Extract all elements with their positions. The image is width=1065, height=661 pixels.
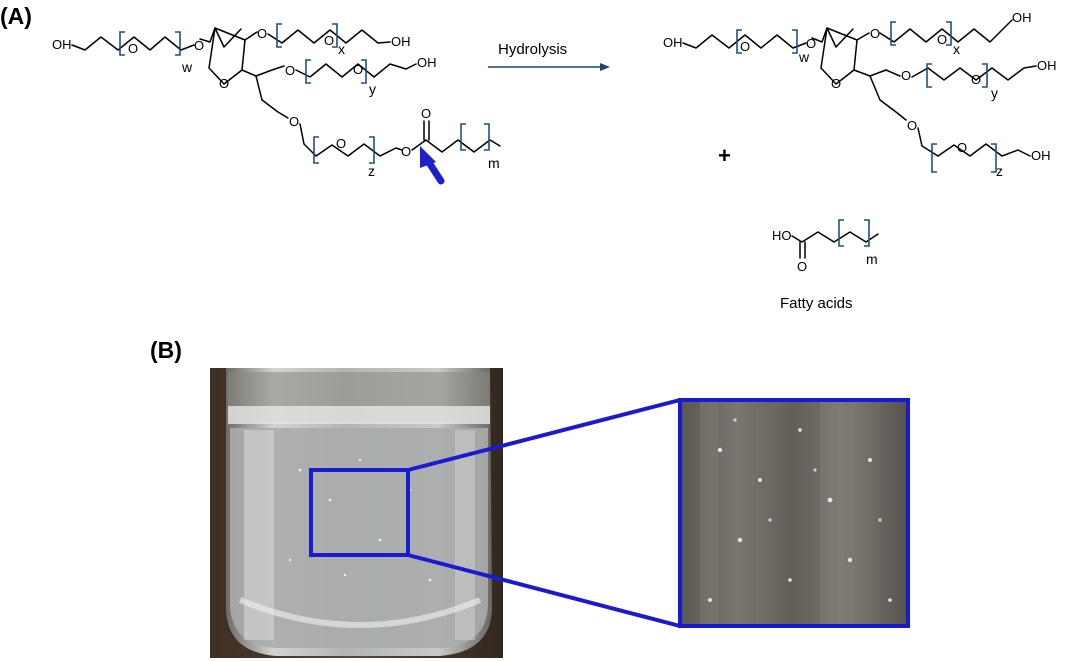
svg-text:O: O [806,36,816,51]
panel-b-label: (B) [150,337,182,363]
svg-text:O: O [353,62,363,77]
svg-text:O: O [324,33,334,48]
plus-sign: + [718,143,731,168]
svg-text:x: x [953,41,960,57]
reactant-structure [71,27,501,157]
svg-text:OH: OH [1031,148,1051,163]
vial-photo [210,368,503,658]
svg-text:w: w [798,49,810,65]
hydrolysis-label: Hydrolysis [498,41,567,58]
svg-text:O: O [797,259,807,274]
svg-text:OH: OH [663,35,683,50]
svg-text:w: w [181,59,193,75]
reactant-repeat-subscripts: w x y z m [181,41,500,179]
product-brackets [736,21,997,173]
svg-text:O: O [957,140,967,155]
svg-text:OH: OH [1037,58,1057,73]
svg-text:O: O [336,136,346,151]
product-repeat-subscripts: w x y z [798,41,1003,179]
svg-text:O: O [289,114,299,129]
svg-text:y: y [991,85,998,101]
svg-text:O: O [128,41,138,56]
svg-text:O: O [257,26,267,41]
svg-text:O: O [401,144,411,159]
svg-text:OH: OH [52,37,72,52]
zoom-inset [678,398,910,628]
product-structure [682,19,1037,157]
svg-text:z: z [996,163,1003,179]
svg-text:z: z [368,163,375,179]
zoom-connector-bottom [407,553,681,628]
panel-a-label: (A) [0,3,32,29]
svg-text:O: O [831,76,841,91]
svg-text:O: O [421,106,431,121]
fatty-acid-structure: HO O m [772,219,879,274]
reactant-atom-labels: OH O O O O O OH O O OH O O O O [52,26,437,159]
svg-text:m: m [488,155,500,171]
svg-text:x: x [338,41,345,57]
reaction-arrowhead [600,63,610,71]
svg-text:O: O [194,38,204,53]
zoom-connector-top [407,398,681,472]
fatty-acids-caption: Fatty acids [780,295,853,312]
ester-cleavage-arrow [420,146,445,185]
svg-text:O: O [740,39,750,54]
svg-text:O: O [971,72,981,87]
svg-text:HO: HO [772,228,792,243]
svg-text:O: O [870,26,880,41]
reactant-brackets [119,23,490,164]
svg-text:OH: OH [391,34,411,49]
svg-text:O: O [285,63,295,78]
product-atom-labels: OH O O O O O OH O O OH O O OH [663,10,1057,163]
svg-text:O: O [901,68,911,83]
svg-text:OH: OH [417,55,437,70]
zoom-inset-frame [678,398,910,628]
svg-text:y: y [369,81,376,97]
svg-text:m: m [866,251,878,267]
svg-text:O: O [937,32,947,47]
svg-text:O: O [219,76,229,91]
svg-text:O: O [907,118,917,133]
svg-text:OH: OH [1012,10,1032,25]
zoom-selection-box [309,468,410,557]
